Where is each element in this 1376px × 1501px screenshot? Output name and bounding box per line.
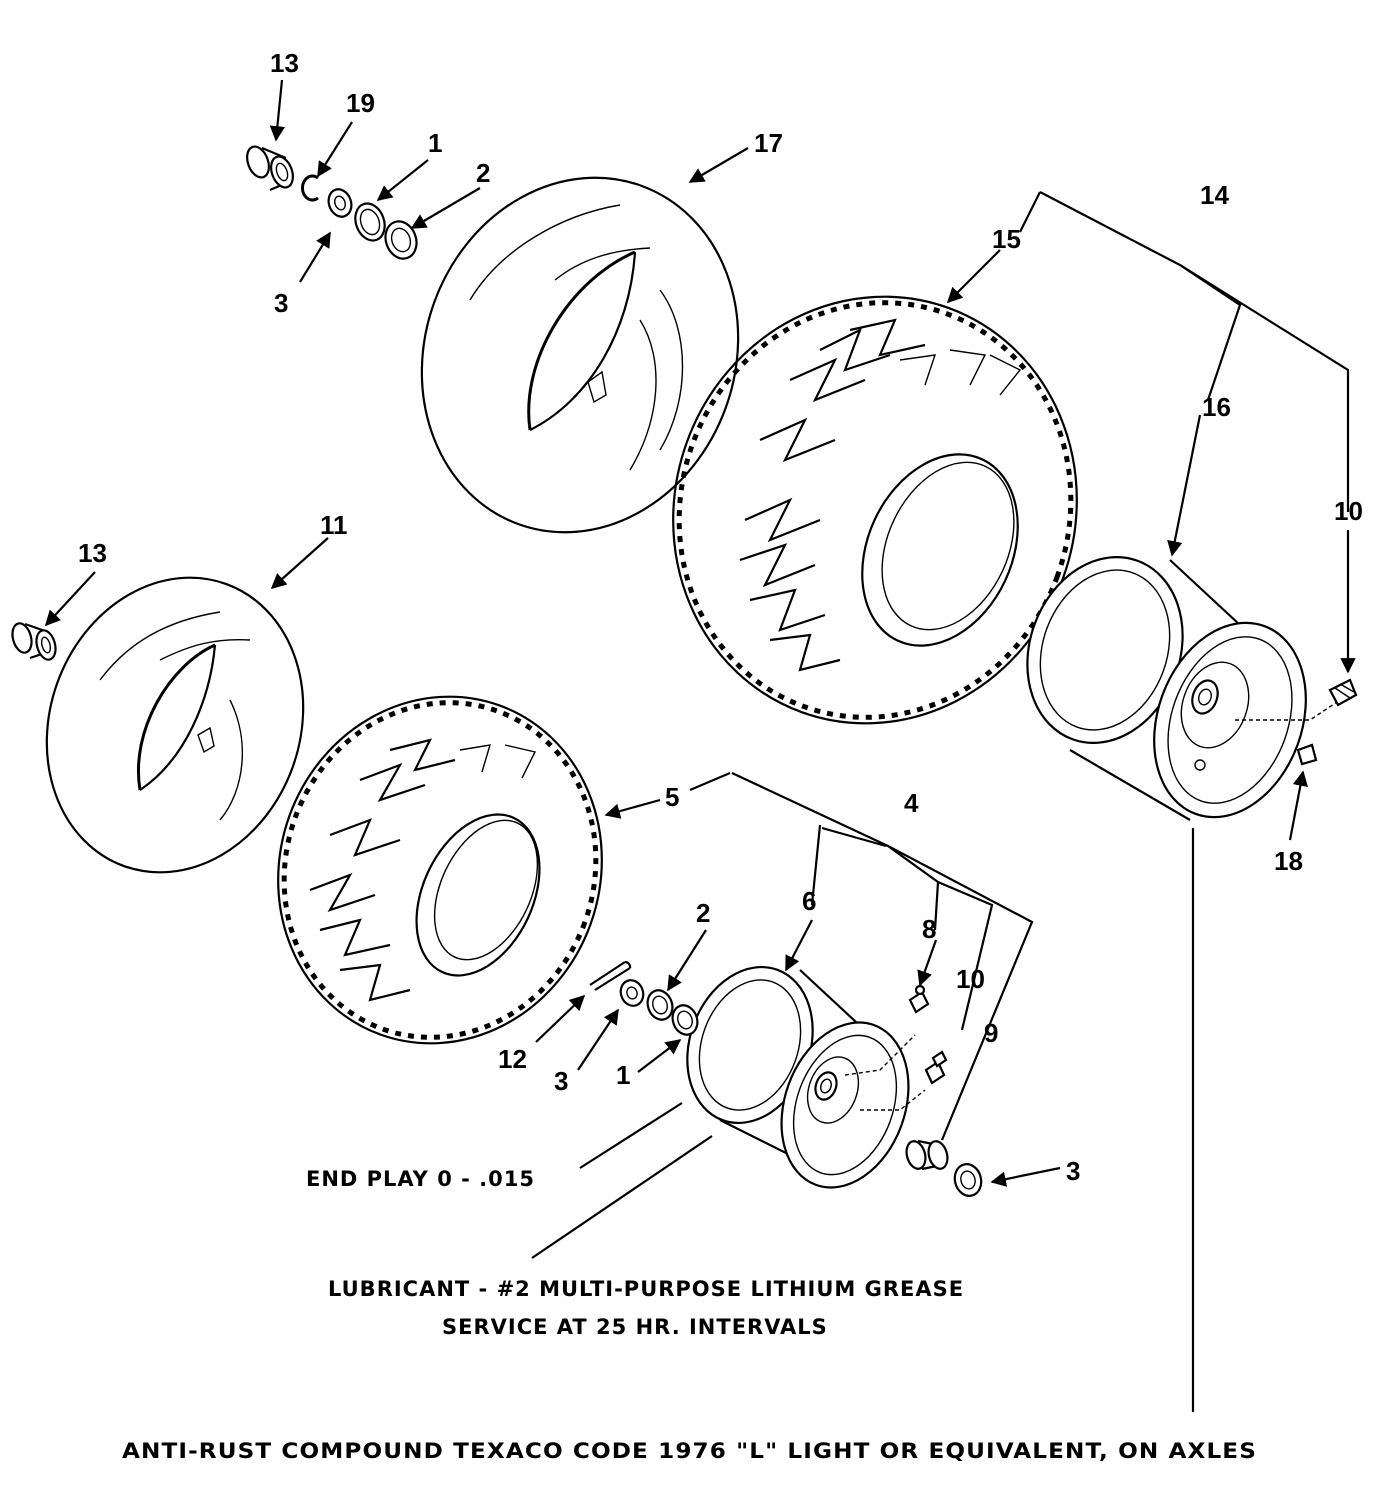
wheel-rim-6: [686, 965, 926, 1189]
callout-11: 11: [320, 510, 348, 540]
leader-lines: [44, 79, 1356, 1412]
callout-2-mid: 2: [696, 898, 710, 928]
callout-10-mid: 10: [956, 964, 985, 994]
callout-3-top: 3: [274, 288, 288, 318]
callout-numbers: 13 19 1 2 3 17 14 15 16 10 18 13 11 5 4 …: [78, 48, 1363, 1186]
callout-1-mid: 1: [616, 1060, 630, 1090]
callout-5: 5: [665, 782, 679, 812]
callout-15: 15: [992, 224, 1021, 254]
inner-tube-17: [420, 176, 740, 534]
seal-2-top: [384, 220, 418, 260]
callout-3-right: 3: [1066, 1156, 1080, 1186]
callout-8: 8: [922, 914, 936, 944]
callout-16: 16: [1202, 392, 1231, 422]
inner-tube-11: [45, 576, 305, 874]
anti-rust-note: ANTI-RUST COMPOUND TEXACO CODE 1976 "L" …: [122, 1439, 1257, 1463]
lubricant-note: LUBRICANT - #2 MULTI-PURPOSE LITHIUM GRE…: [328, 1277, 964, 1301]
washer-3-mid: [619, 979, 645, 1007]
bushing-13-top: [246, 145, 294, 192]
bearing-1-top: [354, 202, 386, 242]
callout-19: 19: [346, 88, 375, 118]
wheel-rim-16: [1026, 556, 1341, 821]
service-interval-note: SERVICE AT 25 HR. INTERVALS: [442, 1315, 828, 1339]
callout-9: 9: [984, 1018, 998, 1048]
grease-fitting-8: [908, 984, 930, 1014]
snap-ring-19: [300, 174, 319, 202]
end-play-note: END PLAY 0 - .015: [306, 1167, 535, 1191]
callout-17: 17: [754, 128, 783, 158]
tire-5: [277, 695, 603, 1045]
callout-12: 12: [498, 1044, 527, 1074]
callout-18: 18: [1274, 846, 1303, 876]
callout-4: 4: [904, 788, 919, 818]
callout-10-right: 10: [1334, 496, 1363, 526]
valve-cap-18: [1296, 743, 1318, 766]
callout-2-top: 2: [476, 158, 490, 188]
washer-3-right: [953, 1163, 983, 1197]
notes: END PLAY 0 - .015 LUBRICANT - #2 MULTI-P…: [122, 1167, 1257, 1463]
bushing-13-left: [11, 622, 57, 661]
bearing-1-mid: [646, 989, 674, 1021]
callout-6: 6: [802, 886, 816, 916]
valve-stem-10-mid: [924, 1050, 948, 1085]
seal-2-mid: [671, 1004, 699, 1036]
callout-13-left: 13: [78, 538, 107, 568]
cotter-pin-12: [589, 960, 632, 991]
tire-15: [672, 295, 1078, 725]
callout-13-top: 13: [270, 48, 299, 78]
bushing-9: [905, 1139, 949, 1171]
valve-stem-10-right: [1328, 678, 1358, 707]
callout-14: 14: [1200, 180, 1229, 210]
callout-1-top: 1: [428, 128, 442, 158]
washer-3-top: [327, 188, 353, 218]
callout-3-mid: 3: [554, 1066, 568, 1096]
